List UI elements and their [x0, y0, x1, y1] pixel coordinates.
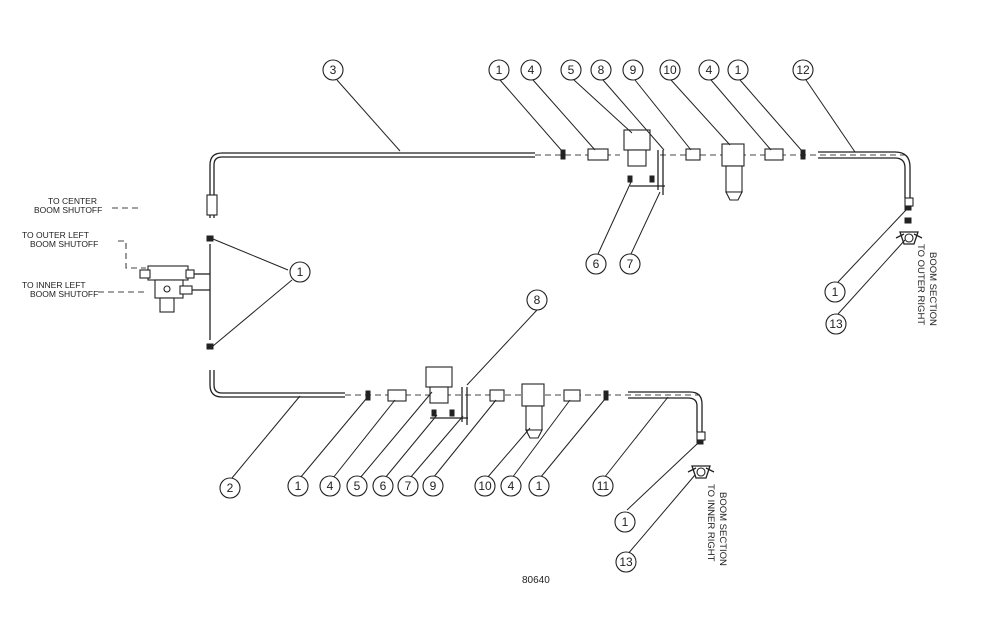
callout-1-outer-right: 1 — [824, 281, 846, 303]
callout-8-lower: 8 — [526, 289, 548, 311]
inner-right-nozzle — [687, 465, 715, 479]
svg-text:7: 7 — [627, 257, 634, 271]
callout-4-lower-a: 4 — [319, 475, 341, 497]
label-to-outer-left-line2: BOOM SHUTOFF — [30, 239, 98, 249]
outer-left-inlet-line — [118, 240, 146, 269]
svg-text:7: 7 — [405, 479, 412, 493]
callout-1-manifold: 1 — [289, 261, 311, 283]
callout-13-inner-right: 13 — [615, 551, 637, 573]
callout-11-lower-hose: 11 — [592, 475, 614, 497]
svg-text:4: 4 — [706, 63, 713, 77]
svg-text:5: 5 — [354, 479, 361, 493]
label-outer-right-line2: TO OUTER RIGHT — [915, 244, 926, 325]
figure-number: 80640 — [522, 575, 550, 586]
callout-9-lower: 9 — [422, 475, 444, 497]
svg-text:13: 13 — [619, 555, 633, 569]
leader-lines — [212, 79, 907, 556]
callout-1-lower-a: 1 — [287, 475, 309, 497]
svg-text:1: 1 — [735, 63, 742, 77]
svg-text:1: 1 — [536, 479, 543, 493]
callout-5-lower: 5 — [346, 475, 368, 497]
lower-fitting-a — [387, 389, 407, 402]
callout-3-upper-hose: 3 — [322, 59, 344, 81]
svg-text:10: 10 — [663, 63, 677, 77]
lower-clamp-a — [365, 390, 371, 401]
label-inner-right-line2: TO INNER RIGHT — [705, 484, 716, 562]
label-to-center-line2: BOOM SHUTOFF — [34, 205, 102, 215]
upper-valve — [623, 129, 665, 195]
callout-13-outer-right: 13 — [825, 313, 847, 335]
svg-text:6: 6 — [380, 479, 387, 493]
callout-4-upper-b: 4 — [698, 59, 720, 81]
svg-text:6: 6 — [593, 257, 600, 271]
lower-clamp-b — [603, 390, 609, 401]
callout-9-upper: 9 — [622, 59, 644, 81]
upper-hose-run — [206, 151, 914, 242]
svg-text:1: 1 — [297, 265, 304, 279]
callout-6-upper: 6 — [585, 253, 607, 275]
svg-text:13: 13 — [829, 317, 843, 331]
upper-fitting-c — [764, 148, 784, 161]
upper-strainer — [721, 143, 745, 201]
outer-right-nozzle — [895, 217, 923, 245]
svg-text:1: 1 — [622, 515, 629, 529]
callout-4-lower-b: 4 — [500, 475, 522, 497]
upper-fitting-b — [685, 148, 701, 161]
svg-text:4: 4 — [327, 479, 334, 493]
svg-text:1: 1 — [295, 479, 302, 493]
callout-8-upper: 8 — [590, 59, 612, 81]
callout-10-upper: 10 — [659, 59, 681, 81]
svg-text:1: 1 — [496, 63, 503, 77]
label-inner-right-line1: BOOM SECTION — [717, 492, 728, 566]
svg-text:1: 1 — [832, 285, 839, 299]
callout-1-upper-b: 1 — [727, 59, 749, 81]
callout-4-upper-a: 4 — [520, 59, 542, 81]
svg-text:4: 4 — [528, 63, 535, 77]
callout-2-lower-hose: 2 — [219, 477, 241, 499]
callout-10-lower: 10 — [474, 475, 496, 497]
svg-text:9: 9 — [630, 63, 637, 77]
lower-strainer — [521, 383, 545, 439]
svg-text:12: 12 — [796, 63, 810, 77]
svg-text:9: 9 — [430, 479, 437, 493]
lower-fitting-c — [563, 389, 581, 402]
svg-text:11: 11 — [597, 479, 610, 493]
callout-7-lower: 7 — [397, 475, 419, 497]
callout-12-upper-hose: 12 — [792, 59, 814, 81]
boom-shutoff-manifold — [139, 244, 211, 340]
svg-text:2: 2 — [227, 481, 234, 495]
upper-clamp-a — [560, 149, 566, 160]
upper-clamp-b — [800, 149, 806, 160]
callout-1-lower-b: 1 — [528, 475, 550, 497]
lower-fitting-b — [489, 389, 505, 402]
upper-fitting-a — [587, 148, 609, 161]
callout-5-upper: 5 — [560, 59, 582, 81]
callout-6-lower: 6 — [372, 475, 394, 497]
lower-hose-run — [206, 343, 706, 445]
svg-text:3: 3 — [330, 63, 337, 77]
svg-text:5: 5 — [568, 63, 575, 77]
callout-1-inner-right: 1 — [614, 511, 636, 533]
label-outer-right-line1: BOOM SECTION — [927, 252, 938, 326]
svg-text:10: 10 — [478, 479, 492, 493]
label-to-inner-left-line2: BOOM SHUTOFF — [30, 289, 98, 299]
svg-text:8: 8 — [598, 63, 605, 77]
callout-7-upper: 7 — [619, 253, 641, 275]
lower-valve — [425, 366, 468, 425]
callout-1-upper-a: 1 — [488, 59, 510, 81]
label-to-inner-left-line1: TO INNER LEFT — [22, 280, 86, 290]
label-to-outer-left-line1: TO OUTER LEFT — [22, 230, 89, 240]
svg-text:4: 4 — [508, 479, 515, 493]
label-to-center-line1: TO CENTER — [48, 196, 97, 206]
svg-text:8: 8 — [534, 293, 541, 307]
